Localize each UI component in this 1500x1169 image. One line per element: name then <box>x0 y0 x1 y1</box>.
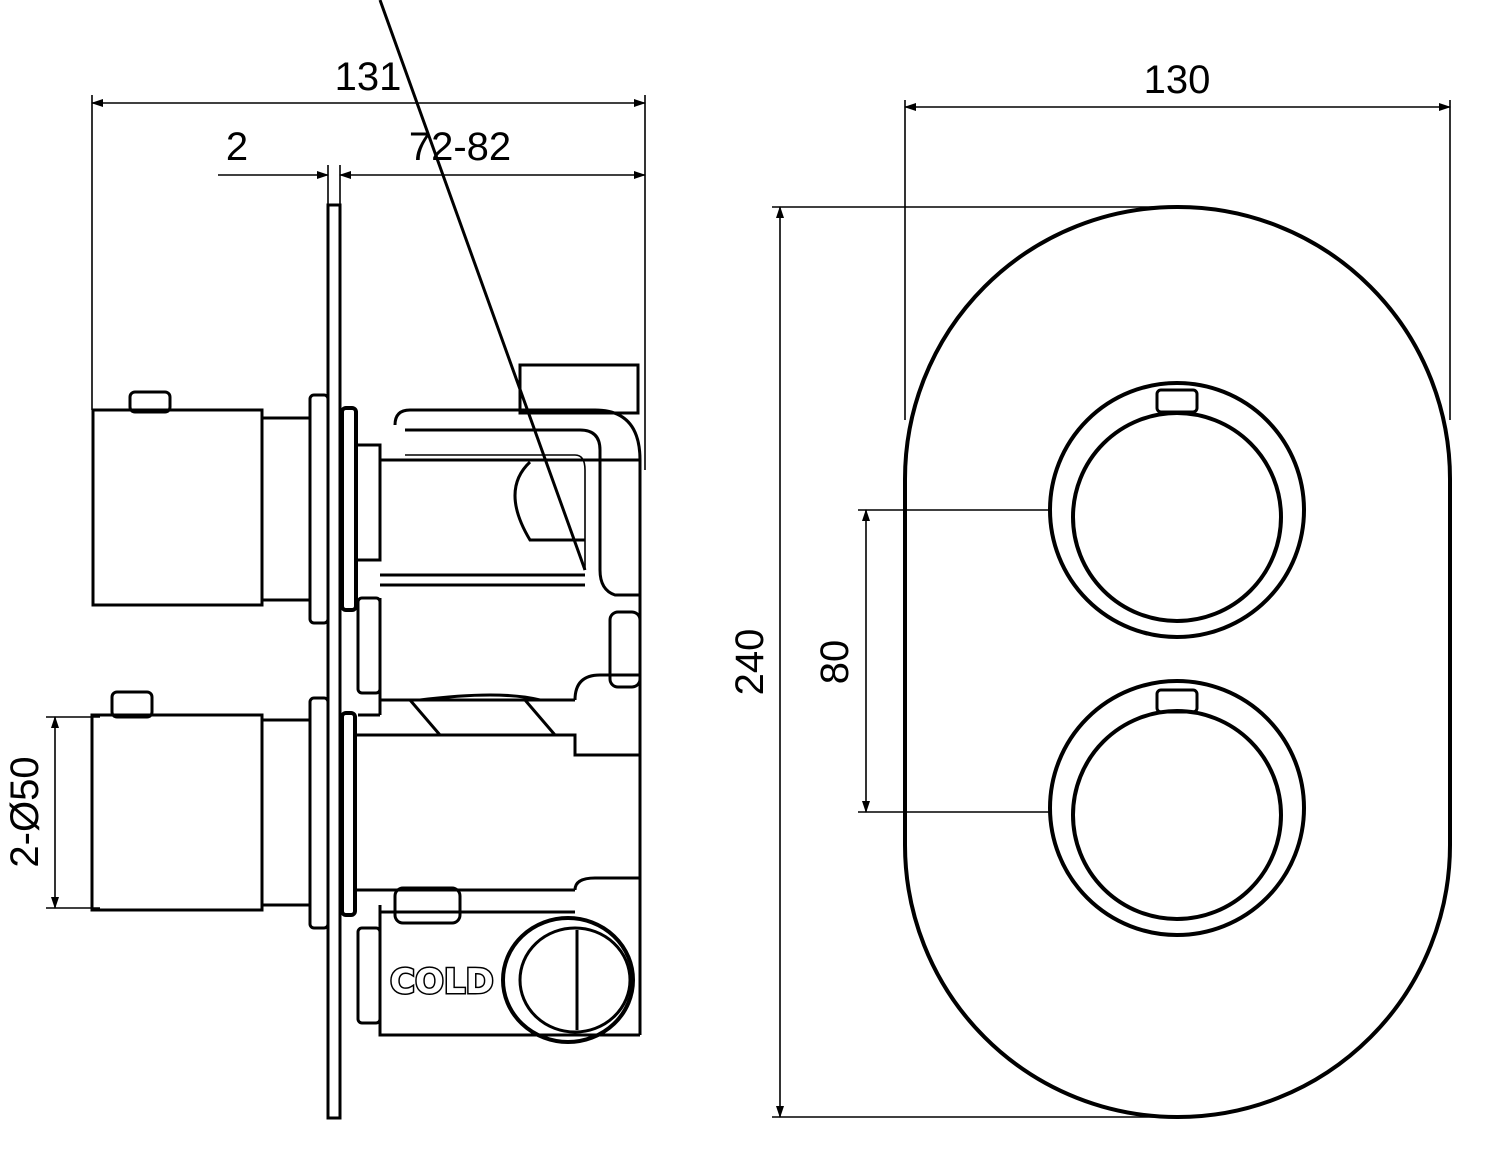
knob-spacing-label: 80 <box>813 640 857 685</box>
plate-thickness-label: 2 <box>226 125 248 169</box>
upper-knob-side <box>91 390 358 625</box>
side-view: 131 2 72-82 2-Ø50 <box>3 0 646 1120</box>
plate-width-label: 130 <box>1144 58 1211 102</box>
cover-plate-side <box>326 203 342 1120</box>
dimension-plate-thickness: 2 <box>218 125 341 205</box>
dimension-plate-height: 240 <box>728 206 1180 1118</box>
dimension-overall-depth: 131 <box>91 55 646 470</box>
dimension-wall-depth: 72-82 <box>339 125 646 179</box>
front-view: 130 240 80 <box>728 58 1452 1119</box>
dimension-knob-diameter: 2-Ø50 <box>3 716 100 909</box>
valve-body: COLD <box>356 0 642 1044</box>
wall-depth-label: 72-82 <box>409 125 511 169</box>
cover-plate-front <box>903 205 1452 1119</box>
cold-label: COLD <box>390 962 494 1002</box>
plate-height-label: 240 <box>728 629 772 696</box>
knob-diameter-label: 2-Ø50 <box>3 756 47 867</box>
dimension-knob-spacing: 80 <box>813 509 1050 813</box>
lower-knob-front <box>1048 679 1306 937</box>
dimension-plate-width: 130 <box>904 58 1451 420</box>
overall-depth-label: 131 <box>335 55 402 99</box>
lower-knob-side <box>90 690 357 930</box>
upper-knob-front <box>1048 381 1306 639</box>
